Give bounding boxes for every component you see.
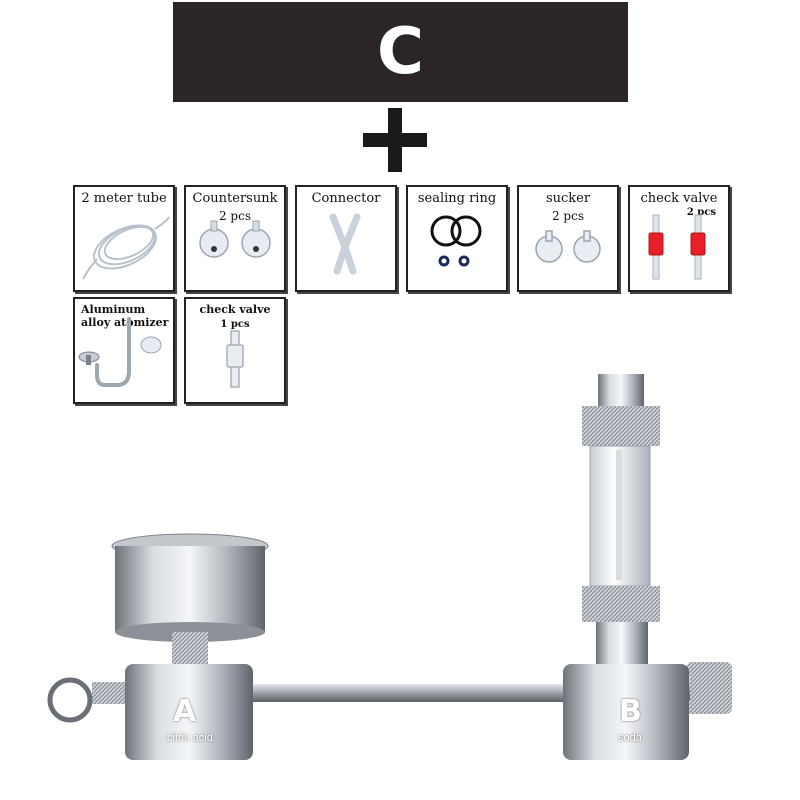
tile-label: sealing ring [417, 191, 497, 206]
unit-a-letter: A [173, 694, 197, 729]
check-valve-clear-icon [226, 330, 244, 388]
accessory-atomizer: Aluminum alloy atomizer [73, 297, 175, 404]
tube-coil-icon [82, 216, 170, 280]
check-valve-red-icon [648, 214, 706, 280]
accessory-check-valve-2: check valve 2 pcs [628, 185, 730, 292]
tile-label: 2 meter tube [81, 191, 167, 206]
accessory-countersunk: Countersunk 2 pcs [184, 185, 286, 292]
tile-label: sucker [545, 191, 591, 206]
unit-b-caption: soda [618, 732, 642, 744]
tile-label: Countersunk [192, 191, 278, 206]
banner-letter: C [377, 15, 424, 89]
accessory-check-valve-1: check valve 1 pcs [184, 297, 286, 404]
suction-cup-icon [535, 230, 601, 263]
tile-qty: 2 pcs [686, 207, 716, 218]
atomizer-icon [78, 317, 162, 387]
title-banner: C [173, 2, 628, 102]
plus-icon [363, 108, 427, 172]
accessory-sucker: sucker 2 pcs [517, 185, 619, 292]
accessory-sealing-ring: sealing ring [406, 185, 508, 292]
tile-qty: 2 pcs [218, 209, 251, 223]
tile-label: Connector [311, 191, 381, 206]
tile-label: check valve [199, 303, 271, 316]
tile-qty: 1 pcs [220, 319, 250, 330]
unit-a-caption: citric acid [167, 732, 213, 744]
connector-icon [329, 213, 361, 275]
accessory-tube: 2 meter tube [73, 185, 175, 292]
co2-generator-device [47, 374, 732, 760]
countersunk-icon [199, 220, 271, 258]
accessory-connector: Connector [295, 185, 397, 292]
tile-qty: 2 pcs [551, 209, 584, 223]
unit-b-letter: B [619, 694, 642, 729]
sealing-ring-icon [430, 215, 482, 267]
tile-label: check valve [640, 191, 718, 206]
tile-label: Aluminum alloy atomizer [81, 303, 169, 329]
